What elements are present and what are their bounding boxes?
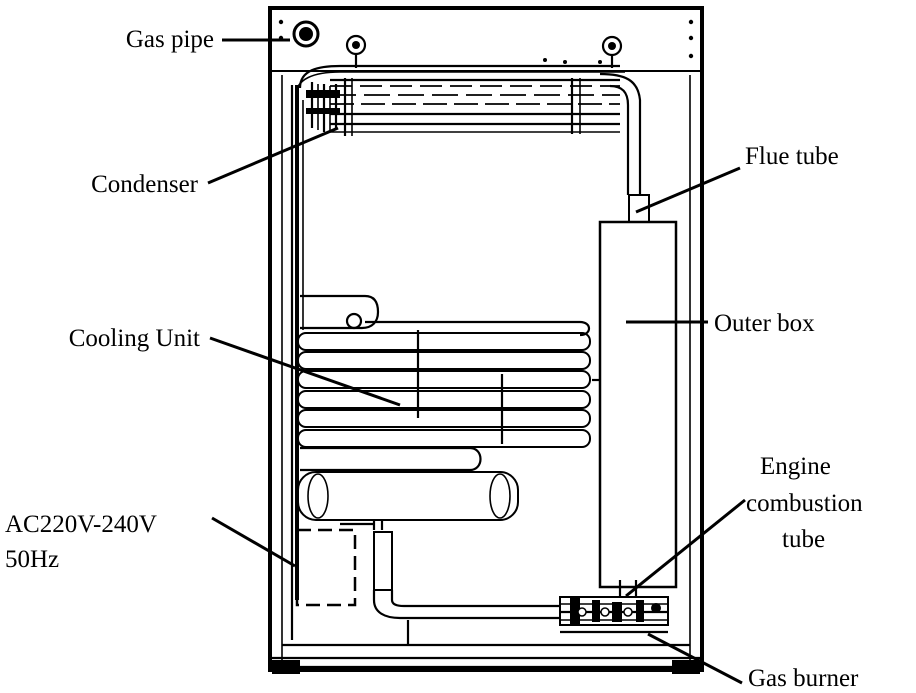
leader-condenser <box>207 126 339 185</box>
label-condenser: Condenser <box>91 171 199 198</box>
leader-cooling-unit <box>209 336 401 407</box>
lower-pipe-drawing <box>372 531 638 645</box>
left-vertical-tubes <box>290 85 304 640</box>
label-gas-burner: Gas burner <box>748 665 859 692</box>
outer-box-drawing <box>598 220 678 589</box>
top-panel <box>270 8 702 72</box>
label-tube: tube <box>782 526 825 553</box>
valve-knob-icon <box>345 34 367 68</box>
gas-burner-drawing <box>559 596 669 634</box>
reservoir-drawing <box>297 471 519 530</box>
condenser-drawing <box>295 64 642 195</box>
label-flue-tube: Flue tube <box>745 143 839 170</box>
label-ac-voltage: AC220V-240V <box>5 511 157 538</box>
valve-knob-icon <box>601 35 623 68</box>
label-cooling-unit: Cooling Unit <box>69 325 200 352</box>
gas-pipe-fitting-icon <box>292 20 320 48</box>
label-ac-frequency: 50Hz <box>5 546 59 573</box>
heater-element-box <box>295 528 357 607</box>
label-gas-pipe: Gas pipe <box>126 26 214 53</box>
label-engine: Engine <box>760 453 831 480</box>
leader-lines <box>207 38 746 685</box>
label-combustion: combustion <box>746 490 863 517</box>
leader-ac <box>211 516 296 568</box>
leader-flue-tube <box>635 166 741 214</box>
leader-engine-combustion <box>625 498 746 598</box>
labels: Gas pipe Condenser Cooling Unit AC220V-2… <box>5 26 863 692</box>
cooling-unit-drawing <box>297 294 600 472</box>
label-outer-box: Outer box <box>714 310 815 337</box>
leader-gas-burner <box>647 632 743 685</box>
